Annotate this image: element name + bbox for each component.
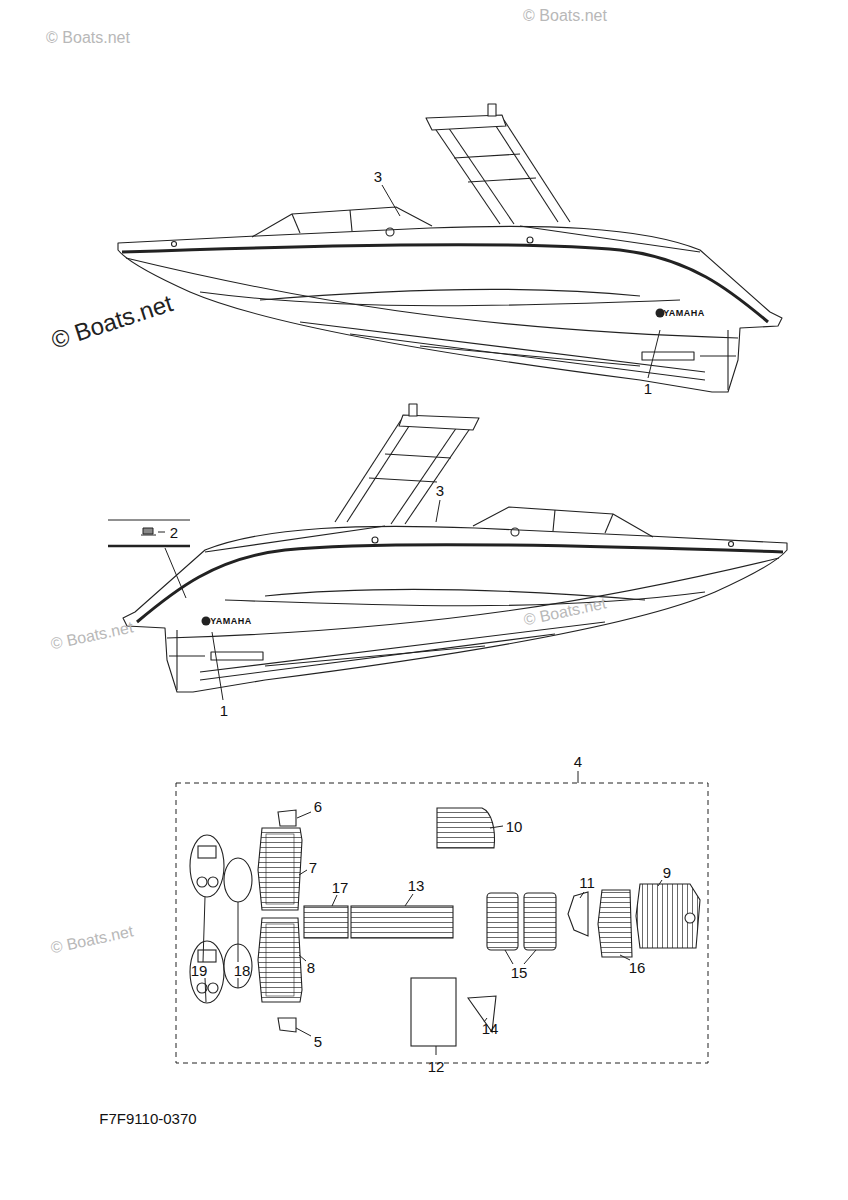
watermark: © Boats.net (523, 8, 607, 24)
callout-number: 19 (191, 963, 208, 978)
callout-number: 17 (332, 880, 349, 895)
callout-number: 1 (220, 703, 228, 718)
callout-number: 13 (408, 878, 425, 893)
watermark: © Boats.net (48, 291, 175, 353)
callout-number: 15 (511, 965, 528, 980)
callout-number: 4 (574, 754, 582, 769)
yamaha-emblem (202, 617, 211, 626)
watermark: © Boats.net (49, 923, 134, 956)
brand-logo: YAMAHA (210, 617, 252, 626)
callout-number: 6 (314, 799, 322, 814)
boat-side-view (123, 404, 787, 692)
callout-number: 14 (482, 1021, 499, 1036)
boat-side-view (118, 104, 782, 392)
figure-code: F7F9110-0370 (99, 1111, 196, 1126)
leader-lines (108, 185, 660, 700)
callout-number: 7 (309, 860, 317, 875)
brand-logo: YAMAHA (663, 309, 705, 318)
callout-number: 5 (314, 1034, 322, 1049)
callout-number: 9 (663, 865, 671, 880)
part-icon (141, 528, 156, 535)
callout-number: 3 (374, 169, 382, 184)
kit-outline (176, 783, 708, 1063)
watermark: © Boats.net (49, 619, 134, 652)
mat-parts (190, 808, 700, 1046)
callout-number: 12 (428, 1059, 445, 1074)
callout-number: 16 (629, 960, 646, 975)
callout-number: 3 (436, 483, 444, 498)
callout-number: 1 (644, 381, 652, 396)
callout-number: 10 (506, 819, 523, 834)
callout-number: 11 (579, 875, 595, 890)
leader-lines (203, 771, 662, 1055)
callout-number: 2 (170, 525, 178, 540)
callout-number: 18 (234, 963, 251, 978)
watermark: © Boats.net (46, 30, 130, 46)
callout-number: 8 (307, 960, 315, 975)
yamaha-emblem (656, 309, 665, 318)
